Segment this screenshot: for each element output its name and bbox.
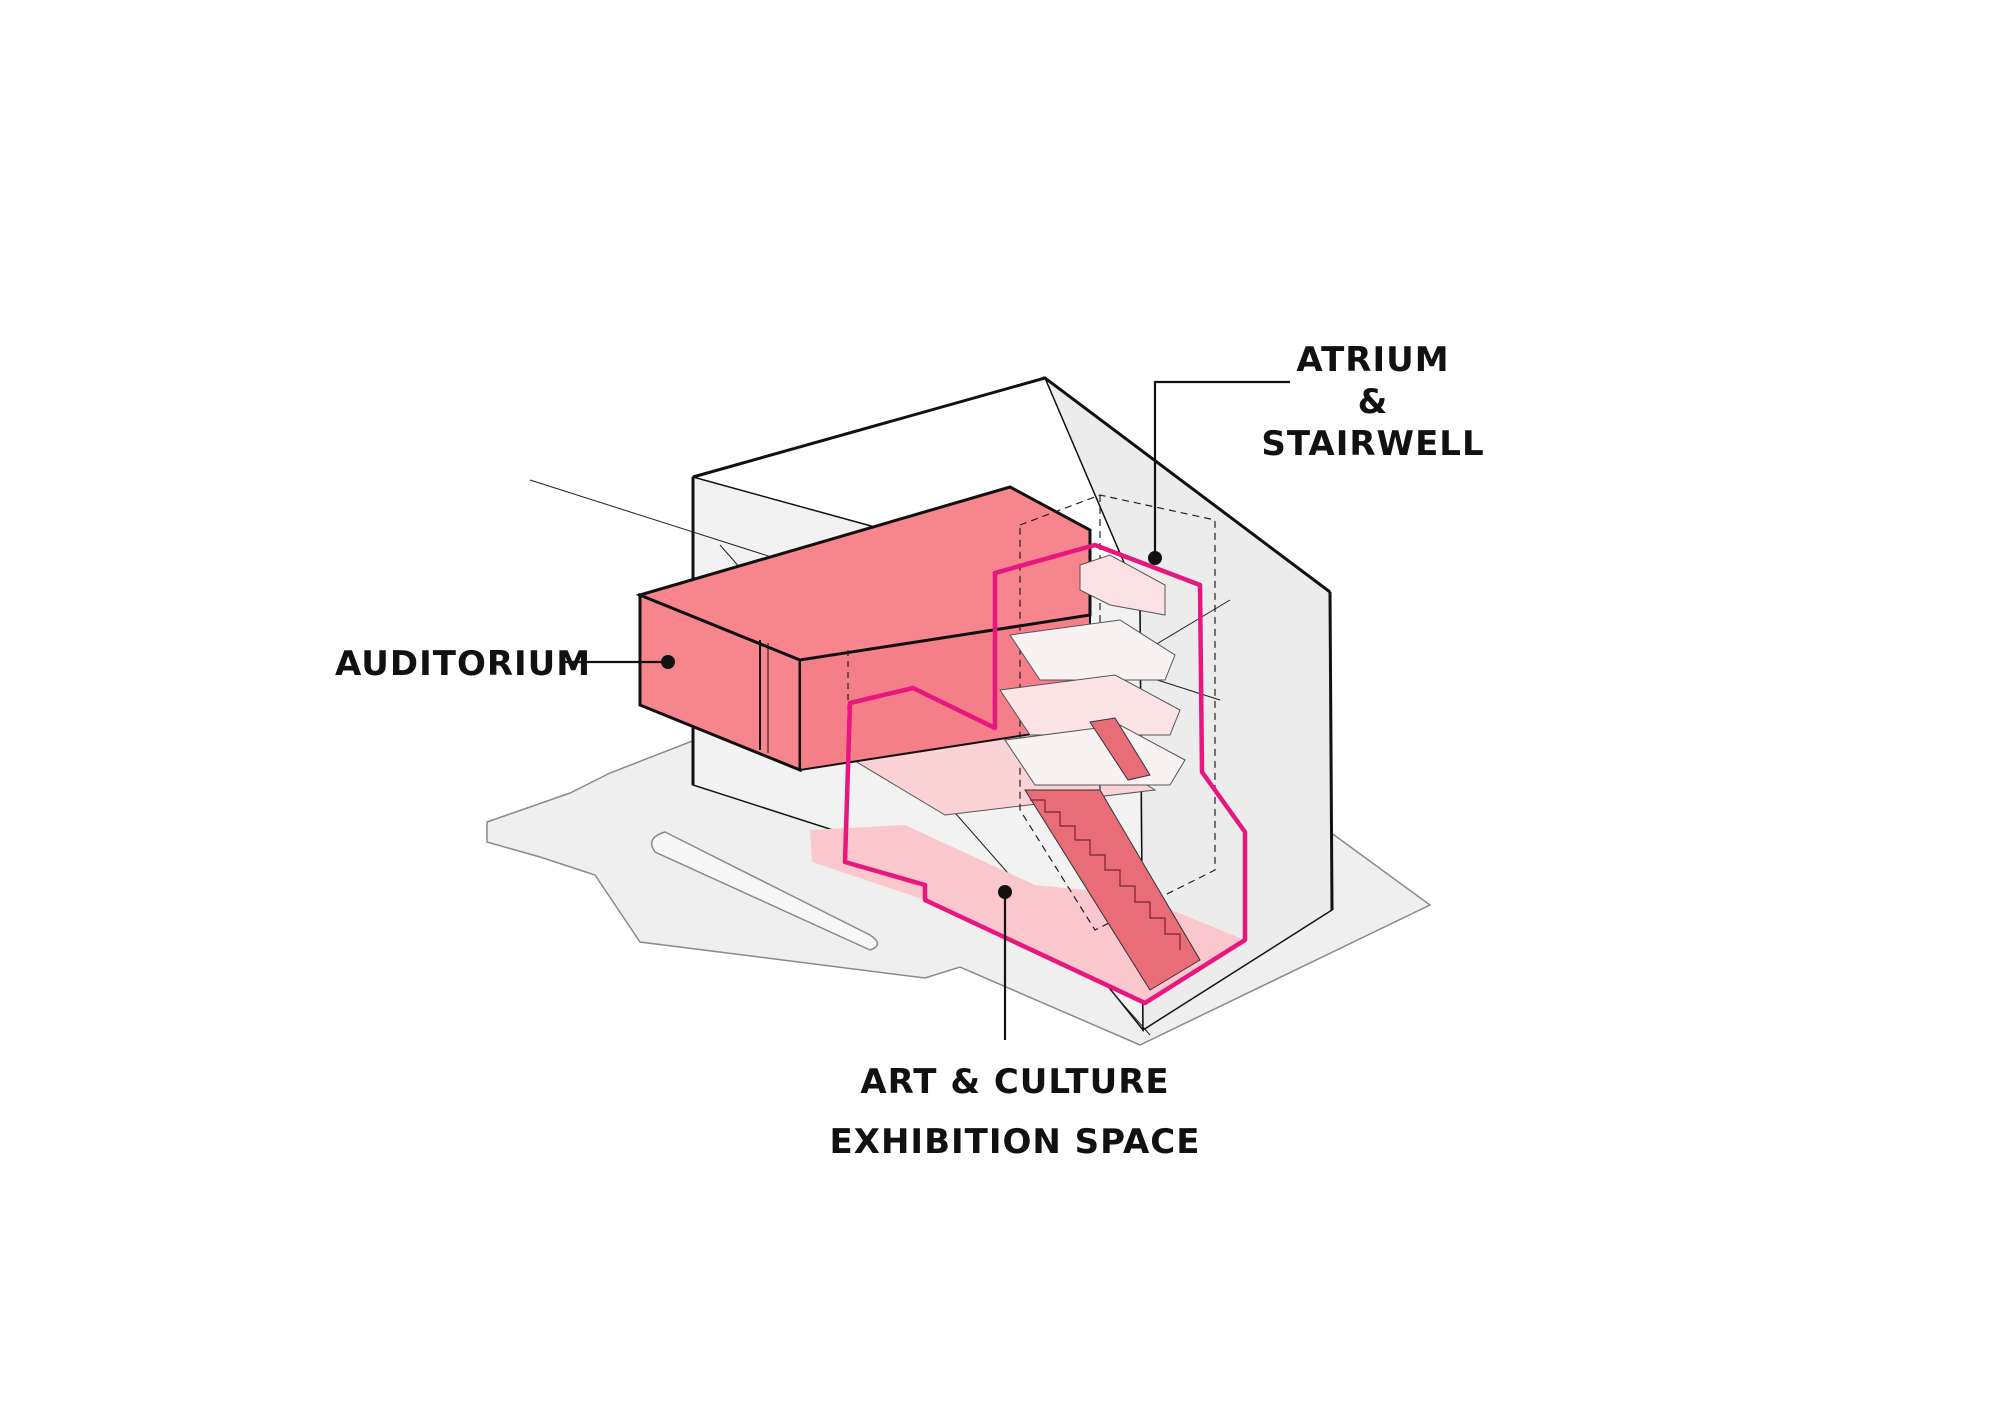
atrium-label-line3: STAIRWELL	[1261, 424, 1484, 464]
stairwell-ramp	[1024, 789, 1201, 991]
upper-stair-flight	[1089, 717, 1151, 781]
site-rounded-strip	[650, 831, 879, 951]
exhibition-label-line1: ART & CULTURE	[860, 1062, 1169, 1102]
atrium-leader-dot	[1148, 551, 1162, 565]
exhibition-leader-dot	[998, 885, 1012, 899]
atrium-label-line1: ATRIUM	[1296, 340, 1449, 380]
atrium-floor-plate-3	[999, 674, 1181, 736]
atrium-floor-plate-2	[1009, 619, 1176, 681]
atrium-floor-plate-1	[1079, 554, 1166, 616]
auditorium-label: AUDITORIUM	[335, 644, 591, 684]
building-top-edge	[692, 376, 1331, 594]
stairwell-steps	[1030, 799, 1181, 950]
building-right-edge	[1328, 591, 1334, 911]
exhibition-label-line2: EXHIBITION SPACE	[830, 1122, 1201, 1162]
exhibition-outline	[842, 542, 1248, 1006]
auditorium-leader-dot	[661, 655, 675, 669]
atrium-leader-line	[1153, 380, 1290, 558]
atrium-label-line2: &	[1358, 382, 1389, 422]
